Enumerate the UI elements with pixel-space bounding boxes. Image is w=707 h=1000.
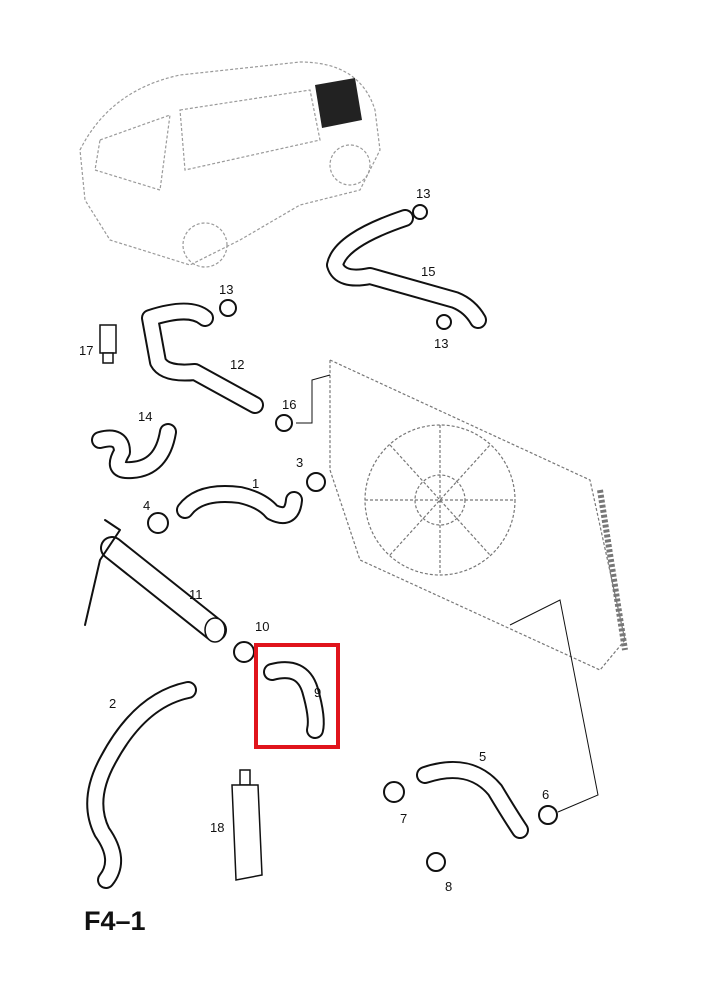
part-label-8: 8 [445,879,453,894]
part-label-12: 12 [230,357,245,372]
part-label-13: 13 [416,186,431,201]
part-label-16: 16 [282,397,297,412]
sensor-part-17 [99,324,117,364]
part-label-7: 7 [400,811,408,826]
figure-id: F4–1 [84,906,146,936]
fan-module-icon-on-vehicle [315,78,362,128]
part-label-1: 1 [252,476,260,491]
leader-lines [296,374,599,813]
bleeder-part-18 [231,769,263,881]
part-label-5: 5 [479,749,487,764]
part-label-13: 13 [434,336,449,351]
part-label-10: 10 [255,619,270,634]
hose-clamps [147,204,558,872]
part-label-14: 14 [138,409,153,424]
part-label-18: 18 [210,820,225,835]
vehicle-outline [79,61,381,268]
part-label-3: 3 [296,455,304,470]
radiator-fan-assembly [329,359,628,671]
part-label-11: 11 [189,587,203,602]
part-label-4: 4 [143,498,151,513]
highlight-box-part-9 [254,643,340,749]
part-label-6: 6 [542,787,550,802]
part-label-15: 15 [421,264,436,279]
part-label-2: 2 [109,696,117,711]
part-label-13: 13 [219,282,234,297]
hoses [84,209,529,889]
part-label-9: 9 [314,685,322,700]
part-label-17: 17 [79,343,94,358]
